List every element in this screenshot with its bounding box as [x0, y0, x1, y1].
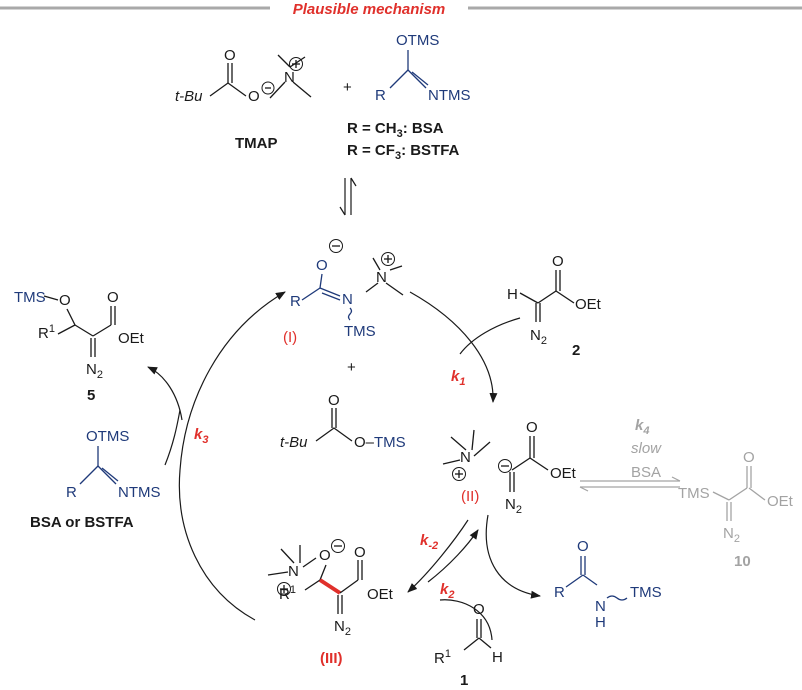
reagent-plus: + — [343, 79, 352, 96]
ester-o-tms: O–TMS — [354, 434, 406, 451]
cmpd-2-n2: N2 — [530, 327, 547, 347]
compound-1: O R1 H 1 — [434, 601, 503, 689]
arrow-reactant-1 — [439, 599, 493, 641]
tmap-oxide-o: O — [248, 88, 260, 105]
amide-nh: N — [595, 598, 606, 615]
silyl-amide-byproduct: O R N H TMS — [554, 538, 662, 631]
int-III-oxide-o: O — [319, 547, 331, 564]
tmap-tbu-label: t-Bu — [175, 88, 203, 105]
cmpd-5-carbonyl-o: O — [107, 289, 119, 306]
cmpd-5-label: 5 — [87, 387, 95, 404]
intermediate-III: N O R1 O OEt N2 (III) — [267, 539, 394, 667]
int-I-oxide-o: O — [316, 257, 328, 274]
cmpd-5-ether-o: O — [59, 292, 71, 309]
reagent-bstfa-definition: R = CF3: BSTFA — [347, 142, 460, 162]
reagent-left-ntms: NTMS — [118, 484, 161, 501]
k-2-label: k-2 — [420, 532, 438, 552]
arrow-to-5 — [147, 366, 183, 421]
arrow-reactant-2 — [459, 317, 521, 355]
cmpd-10-tms: TMS — [678, 485, 710, 502]
int-III-n2: N2 — [334, 618, 351, 638]
arrow-k1 — [409, 291, 498, 403]
silyl-ester-byproduct: t-Bu O O–TMS — [280, 392, 406, 451]
k4-bsa: BSA — [631, 464, 661, 481]
arrow-to-amide — [485, 514, 541, 599]
cmpd-2-label: 2 — [572, 342, 580, 359]
k4-equilibrium: k4 slow BSA — [579, 417, 681, 492]
int-II-oet: OEt — [550, 465, 577, 482]
cmpd-1-label: 1 — [460, 672, 468, 689]
equilibrium-arrows — [339, 177, 357, 216]
silyl-imidate-reagent-left: OTMS R NTMS BSA or BSTFA — [30, 428, 161, 531]
tmap-structure: t-Bu O O N TMAP — [175, 47, 312, 152]
compound-5: TMS O R1 O OEt N2 5 — [14, 289, 145, 404]
cmpd-5-r1: R1 — [38, 323, 55, 342]
header: Plausible mechanism — [0, 1, 802, 18]
k2-label: k2 — [440, 581, 454, 601]
ester-carbonyl-o: O — [328, 392, 340, 409]
header-title: Plausible mechanism — [293, 1, 446, 18]
cmpd-5-tms: TMS — [14, 289, 46, 306]
amide-h: H — [595, 614, 606, 631]
compound-2: H O OEt N2 2 — [507, 253, 602, 359]
cycle-arrows — [147, 291, 541, 641]
arrow-k-2 — [427, 529, 479, 583]
int-II-label: (II) — [461, 488, 479, 505]
int-II-carbonyl-o: O — [526, 419, 538, 436]
tmap-ammonium-n: N — [284, 69, 295, 86]
tmap-carbonyl-o: O — [224, 47, 236, 64]
int-I-ammonium-n: N — [376, 269, 387, 286]
reagent-top-otms: OTMS — [396, 32, 439, 49]
reagent-left-otms: OTMS — [86, 428, 129, 445]
cmpd-10-oet: OEt — [767, 493, 794, 510]
cmpd-2-oet: OEt — [575, 296, 602, 313]
int-III-label: (III) — [320, 650, 343, 667]
cmpd-10-carbonyl-o: O — [743, 449, 755, 466]
ester-tbu-label: t-Bu — [280, 434, 308, 451]
int-I-tms: TMS — [344, 323, 376, 340]
intermediate-II: N O OEt N2 (II) — [442, 419, 577, 516]
arrow-reagent-in — [164, 409, 181, 466]
reagent-top-r: R — [375, 87, 386, 104]
cmpd-2-carbonyl-o: O — [552, 253, 564, 270]
compound-10: TMS O OEt N2 10 — [678, 449, 794, 570]
arrow-k2 — [407, 519, 469, 593]
reagent-bsa-or-bstfa: BSA or BSTFA — [30, 514, 134, 531]
amide-r: R — [554, 584, 565, 601]
int-III-carbonyl-o: O — [354, 544, 366, 561]
int-II-ammonium-n: N — [460, 449, 471, 466]
tmap-label: TMAP — [235, 135, 278, 152]
int-I-n: N — [342, 291, 353, 308]
k1-label: k1 — [451, 368, 465, 388]
cmpd-2-h: H — [507, 286, 518, 303]
amide-carbonyl-o: O — [577, 538, 589, 555]
arrow-III-to-left — [178, 291, 286, 621]
reagent-left-r: R — [66, 484, 77, 501]
int-III-oet: OEt — [367, 586, 394, 603]
k4-label: k4 — [635, 417, 649, 437]
intermediate-I: O R N TMS N (I) — [283, 239, 404, 346]
k3-label: k3 — [194, 426, 208, 446]
amide-tms: TMS — [630, 584, 662, 601]
reagent-bsa-definition: R = CH3: BSA — [347, 120, 444, 140]
cmpd-1-h: H — [492, 649, 503, 666]
byproduct-plus: + — [347, 359, 356, 376]
int-II-n2: N2 — [505, 496, 522, 516]
cmpd-10-label: 10 — [734, 553, 751, 570]
cmpd-5-n2: N2 — [86, 361, 103, 381]
k4-slow: slow — [631, 440, 662, 457]
silyl-imidate-reagent-top: OTMS R NTMS R = CH3: BSA R = CF3: BSTFA — [347, 32, 471, 162]
int-III-r1: R1 — [279, 584, 296, 603]
int-I-label: (I) — [283, 329, 297, 346]
cmpd-10-n2: N2 — [723, 525, 740, 545]
cmpd-1-r1: R1 — [434, 648, 451, 667]
cmpd-1-carbonyl-o: O — [473, 601, 485, 618]
int-III-ammonium-n: N — [288, 563, 299, 580]
reagent-top-ntms: NTMS — [428, 87, 471, 104]
int-I-r: R — [290, 293, 301, 310]
cmpd-5-oet: OEt — [118, 330, 145, 347]
